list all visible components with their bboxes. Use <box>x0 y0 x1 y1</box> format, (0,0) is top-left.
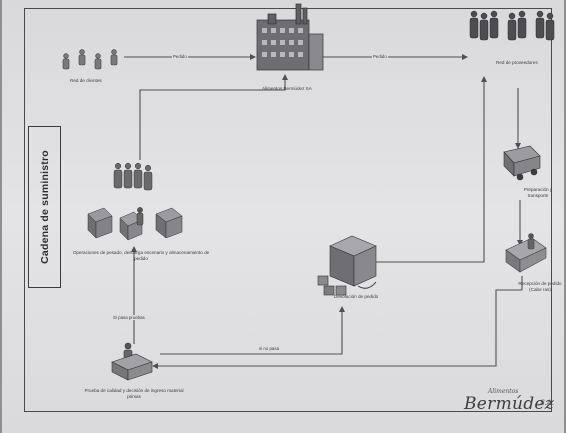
label-red-de-proveedores: Red de proveedores <box>496 60 538 66</box>
operations-icon <box>88 163 182 240</box>
label-prueba-calidad: Prueba de calidad y decisión de ingreso … <box>84 388 184 400</box>
arrowhead <box>462 54 468 60</box>
quality-test-icon <box>112 343 152 380</box>
brand-suffix: S.A. <box>540 399 554 407</box>
label-preparacion-transporte: Preparación y transporte <box>518 187 558 199</box>
clientes-people-icon <box>63 50 117 69</box>
label-recepcion-pedido: Recepción de pedido (Cabe ras) <box>518 281 562 293</box>
label-red-de-clientes: Red de clientes <box>70 78 102 84</box>
edge-label-pedido-1: Pedido <box>172 54 188 59</box>
edge-label-no-pasa: si no pasa <box>258 346 280 351</box>
edge-operaciones-empresa <box>140 80 285 160</box>
connectors <box>124 54 523 369</box>
edge-label-pedido-2: Pedido <box>372 54 388 59</box>
label-devolucion-pedido: Devolución de pedido <box>334 294 378 300</box>
edge-prueba-devolucion <box>160 312 342 354</box>
arrowhead <box>339 306 345 312</box>
truck-icon <box>504 146 540 180</box>
arrowhead <box>152 363 158 369</box>
arrowhead <box>250 54 256 60</box>
arrowhead <box>481 76 487 82</box>
label-alimentos-bermudez: Alimentos Bermúdez SA <box>262 86 312 92</box>
conveyor-icon <box>506 234 546 273</box>
label-operaciones: Operaciones de pesado, descarga escenari… <box>66 250 216 262</box>
edge-devolucion-proveedores <box>376 82 484 262</box>
proveedores-people-icon <box>470 11 554 40</box>
warehouse-return-icon <box>318 236 376 295</box>
arrowhead <box>282 74 288 80</box>
edge-label-si-pasa: Si pasa pruebas <box>112 315 146 320</box>
factory-icon <box>257 4 323 70</box>
